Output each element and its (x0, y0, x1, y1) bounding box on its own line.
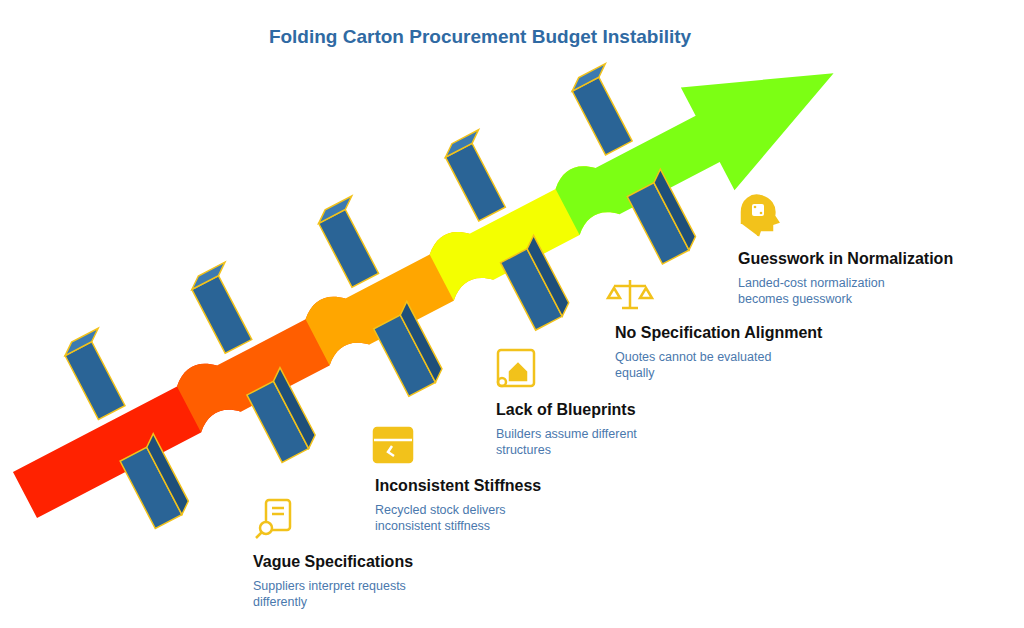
step-description: Landed-cost normalization becomes guessw… (738, 275, 923, 307)
step-label: Inconsistent StiffnessRecycled stock del… (375, 476, 541, 534)
block-side (396, 301, 446, 382)
step-description: Builders assume different structures (496, 426, 676, 458)
block-side (143, 434, 193, 515)
broken-box-icon (374, 428, 412, 462)
step-heading: No Specification Alignment (615, 323, 822, 343)
step-label: Lack of BlueprintsBuilders assume differ… (496, 400, 676, 458)
step-heading: Lack of Blueprints (496, 400, 676, 420)
block-top (315, 196, 356, 223)
scales-icon (608, 280, 652, 308)
step-description: Quotes cannot be evaluated equally (615, 349, 805, 381)
step-label: No Specification AlignmentQuotes cannot … (615, 323, 822, 381)
ribbon-arrowhead (541, 22, 861, 264)
step-heading: Vague Specifications (253, 552, 453, 572)
post-block (319, 209, 379, 287)
step-description: Recycled stock delivers inconsistent sti… (375, 502, 535, 534)
step-heading: Guesswork in Normalization (738, 249, 953, 269)
head-dice-icon (742, 196, 778, 236)
post-block (65, 342, 125, 420)
front-blocks (116, 169, 700, 528)
step-label: Guesswork in NormalizationLanded-cost no… (738, 249, 953, 307)
block-top (188, 262, 229, 289)
step-label: Vague SpecificationsSuppliers interpret … (253, 552, 453, 610)
back-blocks (61, 64, 643, 420)
block-top (61, 328, 102, 355)
step-description: Suppliers interpret requests differently (253, 578, 453, 610)
diagram-title: Folding Carton Procurement Budget Instab… (0, 26, 960, 48)
block-side (650, 169, 700, 250)
post-block (572, 77, 632, 155)
blueprint-icon (498, 350, 534, 386)
block-top (441, 130, 482, 157)
block-side (269, 368, 319, 449)
icons (256, 196, 778, 538)
block-side (523, 235, 573, 316)
step-heading: Inconsistent Stiffness (375, 476, 541, 496)
post-block (445, 143, 505, 221)
block-top (568, 64, 609, 91)
document-search-icon (256, 500, 290, 538)
post-block (192, 276, 252, 354)
